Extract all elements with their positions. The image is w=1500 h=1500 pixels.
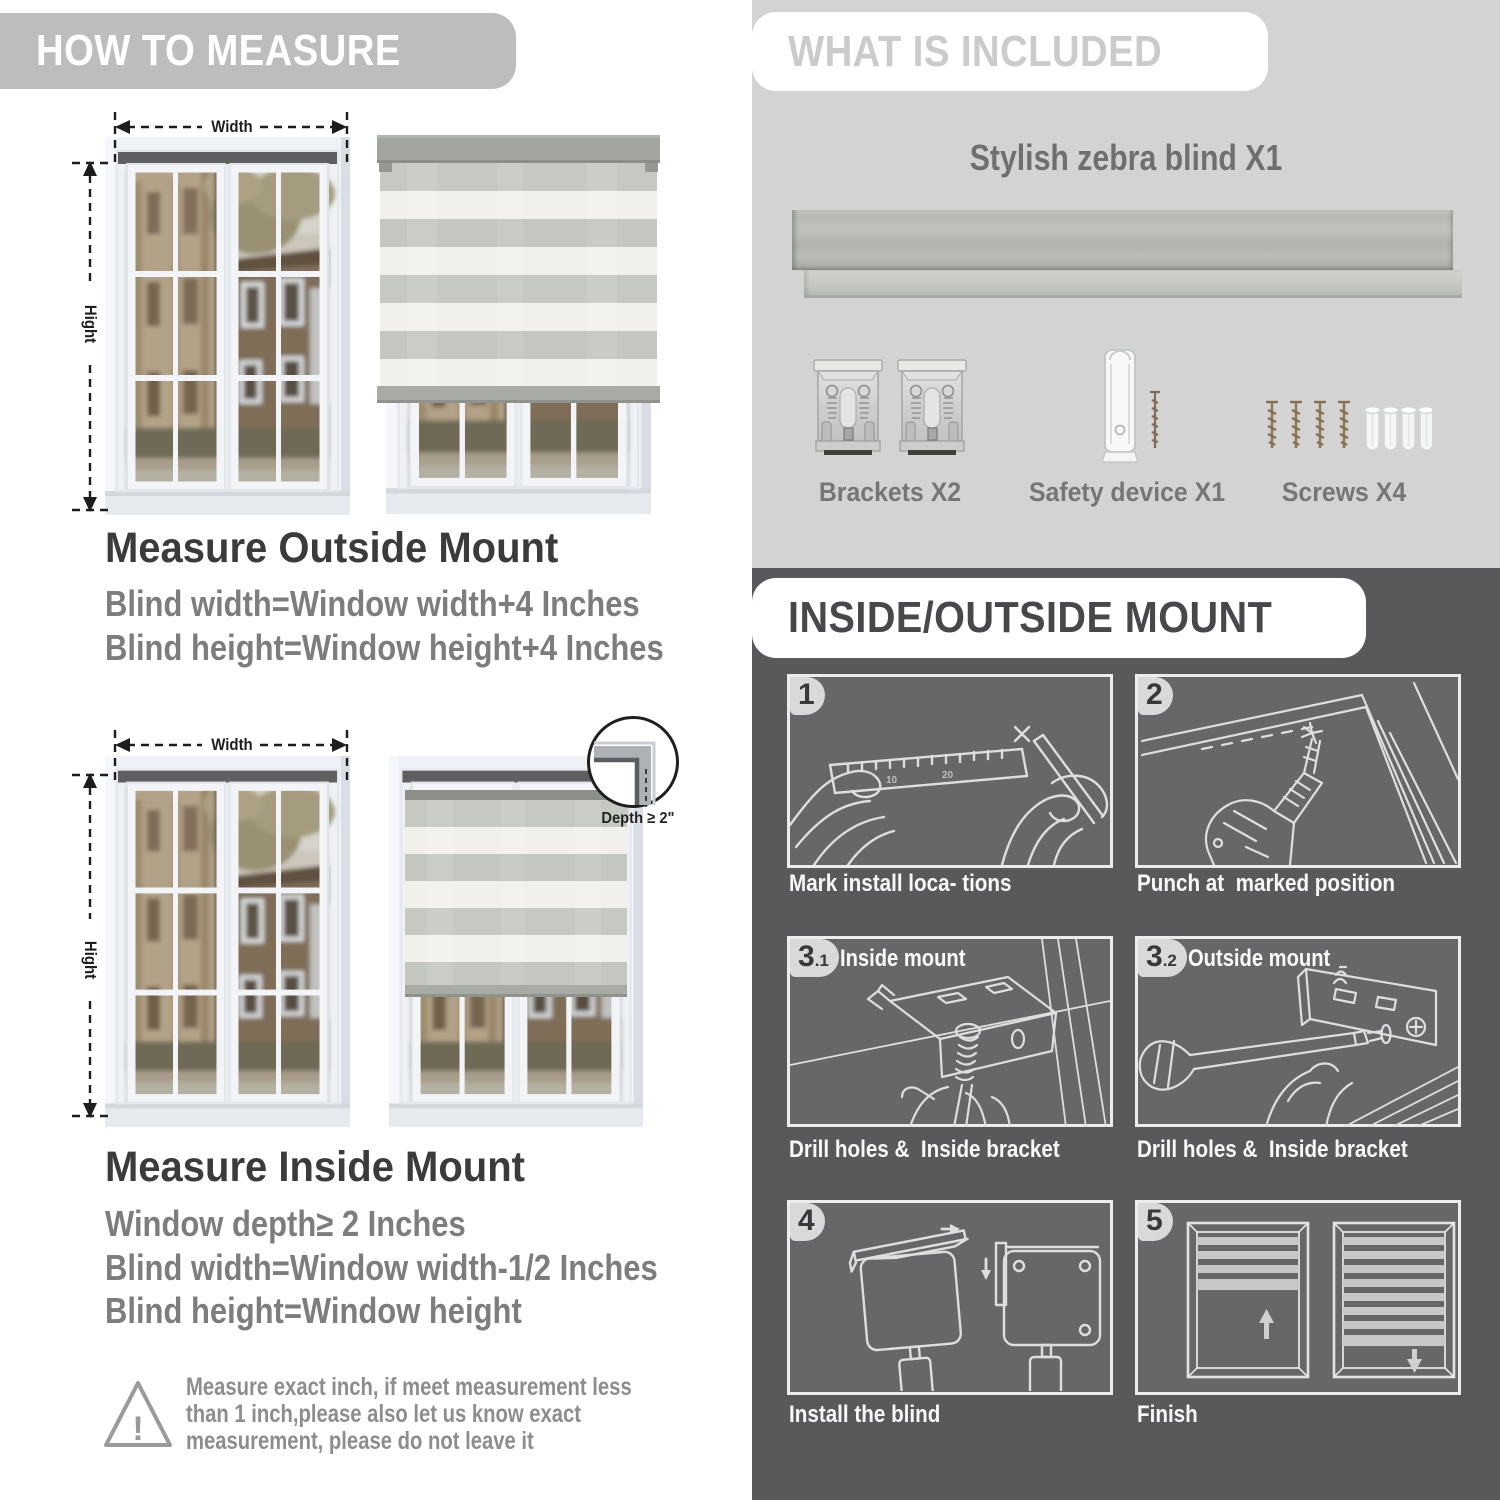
ruler-mark-20: 20 xyxy=(942,770,954,781)
warning-line-2: than 1 inch,please also let us know exac… xyxy=(186,1400,582,1428)
step-3-2-tag: Outside mount xyxy=(1188,945,1331,972)
step-2-badge: 2 xyxy=(1138,677,1173,715)
step-3-2-caption: Drill holes & Inside bracket xyxy=(1137,1136,1408,1163)
inside-outside-mount-banner-text: INSIDE/OUTSIDE MOUNT xyxy=(788,593,1273,642)
what-is-included-banner-text: WHAT IS INCLUDED xyxy=(788,27,1163,76)
depth-detail-circle xyxy=(587,716,679,808)
step-3-1-badge: 3.1 xyxy=(790,939,839,977)
screws-image xyxy=(1266,400,1432,451)
step-5-badge: 5 xyxy=(1138,1203,1173,1241)
depth-label: Depth ≥ 2" xyxy=(514,810,674,828)
warning-triangle-icon xyxy=(104,1381,172,1447)
step-1-panel: 10 20 1 xyxy=(787,674,1113,868)
brackets-image xyxy=(813,359,967,456)
included-blind-label: Stylish zebra blind X1 xyxy=(969,137,1283,178)
outside-width-label: Width xyxy=(211,117,253,136)
inside-height-label: Hight xyxy=(81,940,100,980)
step-5-badge-number: 5 xyxy=(1146,1204,1163,1237)
zebra-blind-headrail-image xyxy=(792,209,1453,270)
step-4-badge: 4 xyxy=(790,1203,825,1241)
step-3-1-badge-number: 3 xyxy=(798,940,815,973)
step-5-caption: Finish xyxy=(1137,1401,1198,1428)
step-3-1-badge-sub: .1 xyxy=(814,951,829,970)
warning-line-1: Measure exact inch, if meet measurement … xyxy=(186,1373,632,1401)
step-3-1-caption: Drill holes & Inside bracket xyxy=(789,1136,1060,1163)
brackets-label: Brackets X2 xyxy=(818,477,962,507)
outside-mount-formulas: Blind width=Window width+4 Inches Blind … xyxy=(105,582,664,669)
inside-width-measure-arrow: Width xyxy=(100,724,356,788)
outside-formula-width: Blind width=Window width+4 Inches xyxy=(105,583,640,624)
inside-formula-height: Blind height=Window height xyxy=(105,1290,522,1331)
outside-height-measure-arrow: Hight xyxy=(64,145,116,525)
step-4-panel: 4 xyxy=(787,1200,1113,1395)
step-4-badge-number: 4 xyxy=(798,1204,815,1237)
step-3-1-tag: Inside mount xyxy=(840,945,966,972)
zebra-blind-headrail-bottom xyxy=(804,270,1462,298)
warning-text: Measure exact inch, if meet measurement … xyxy=(186,1374,640,1455)
inside-formula-depth: Window depth≥ 2 Inches xyxy=(105,1203,466,1244)
inside-width-label: Width xyxy=(211,735,253,754)
step-4-caption: Install the blind xyxy=(789,1401,941,1428)
step-3-2-panel: 3.2 Outside mount xyxy=(1135,936,1461,1127)
outside-mount-heading: Measure Outside Mount xyxy=(105,524,559,572)
step-5-panel: 5 xyxy=(1135,1200,1461,1395)
inside-mount-heading: Measure Inside Mount xyxy=(105,1143,525,1191)
step-3-2-badge-number: 3 xyxy=(1146,940,1163,973)
step-1-badge: 1 xyxy=(790,677,825,715)
ruler-mark-10: 10 xyxy=(886,775,898,786)
safety-device-image xyxy=(1100,349,1160,463)
step-3-2-illustration-outside-bracket xyxy=(1138,965,1458,1127)
step-5-illustration-finish xyxy=(1186,1221,1456,1379)
outside-mount-window-image xyxy=(105,137,350,515)
step-3-2-badge-sub: .2 xyxy=(1162,951,1177,970)
step-2-badge-number: 2 xyxy=(1146,678,1163,711)
how-to-measure-banner-text: HOW TO MEASURE xyxy=(36,26,401,75)
what-is-included-banner: WHAT IS INCLUDED xyxy=(752,12,1268,91)
inside-height-measure-arrow: Hight xyxy=(64,763,116,1131)
step-2-illustration-punch xyxy=(1140,681,1458,865)
inside-mount-window-image xyxy=(105,756,350,1127)
step-3-2-badge: 3.2 xyxy=(1138,939,1187,977)
warning-exclamation: ! xyxy=(132,1410,144,1448)
inside-mount-blind-image xyxy=(389,756,643,1127)
outside-mount-blind-image xyxy=(377,135,660,515)
outside-width-measure-arrow: Width xyxy=(100,106,356,170)
inside-outside-mount-banner: INSIDE/OUTSIDE MOUNT xyxy=(752,578,1366,658)
warning-line-3: measurement, please do not leave it xyxy=(186,1427,534,1455)
depth-label-text: Depth ≥ 2" xyxy=(600,810,674,827)
step-2-caption: Punch at marked position xyxy=(1137,870,1396,897)
how-to-measure-banner: HOW TO MEASURE xyxy=(0,13,516,89)
step-1-caption: Mark install loca- tions xyxy=(789,870,1012,897)
outside-height-label: Hight xyxy=(81,304,100,344)
step-2-panel: 2 xyxy=(1135,674,1461,868)
step-4-illustration-install xyxy=(848,1224,1102,1391)
step-1-illustration-mark-locations: 10 20 xyxy=(790,725,1109,865)
step-1-badge-number: 1 xyxy=(798,678,815,711)
inside-mount-formulas: Window depth≥ 2 Inches Blind width=Windo… xyxy=(105,1202,658,1333)
screws-label: Screws X4 xyxy=(1281,477,1407,507)
step-3-1-illustration-inside-bracket xyxy=(790,939,1110,1127)
step-3-1-panel: 3.1 Inside mount xyxy=(787,936,1113,1127)
outside-formula-height: Blind height=Window height+4 Inches xyxy=(105,626,664,668)
inside-formula-width: Blind width=Window width-1/2 Inches xyxy=(105,1246,658,1288)
safety-device-label: Safety device X1 xyxy=(1028,477,1226,507)
